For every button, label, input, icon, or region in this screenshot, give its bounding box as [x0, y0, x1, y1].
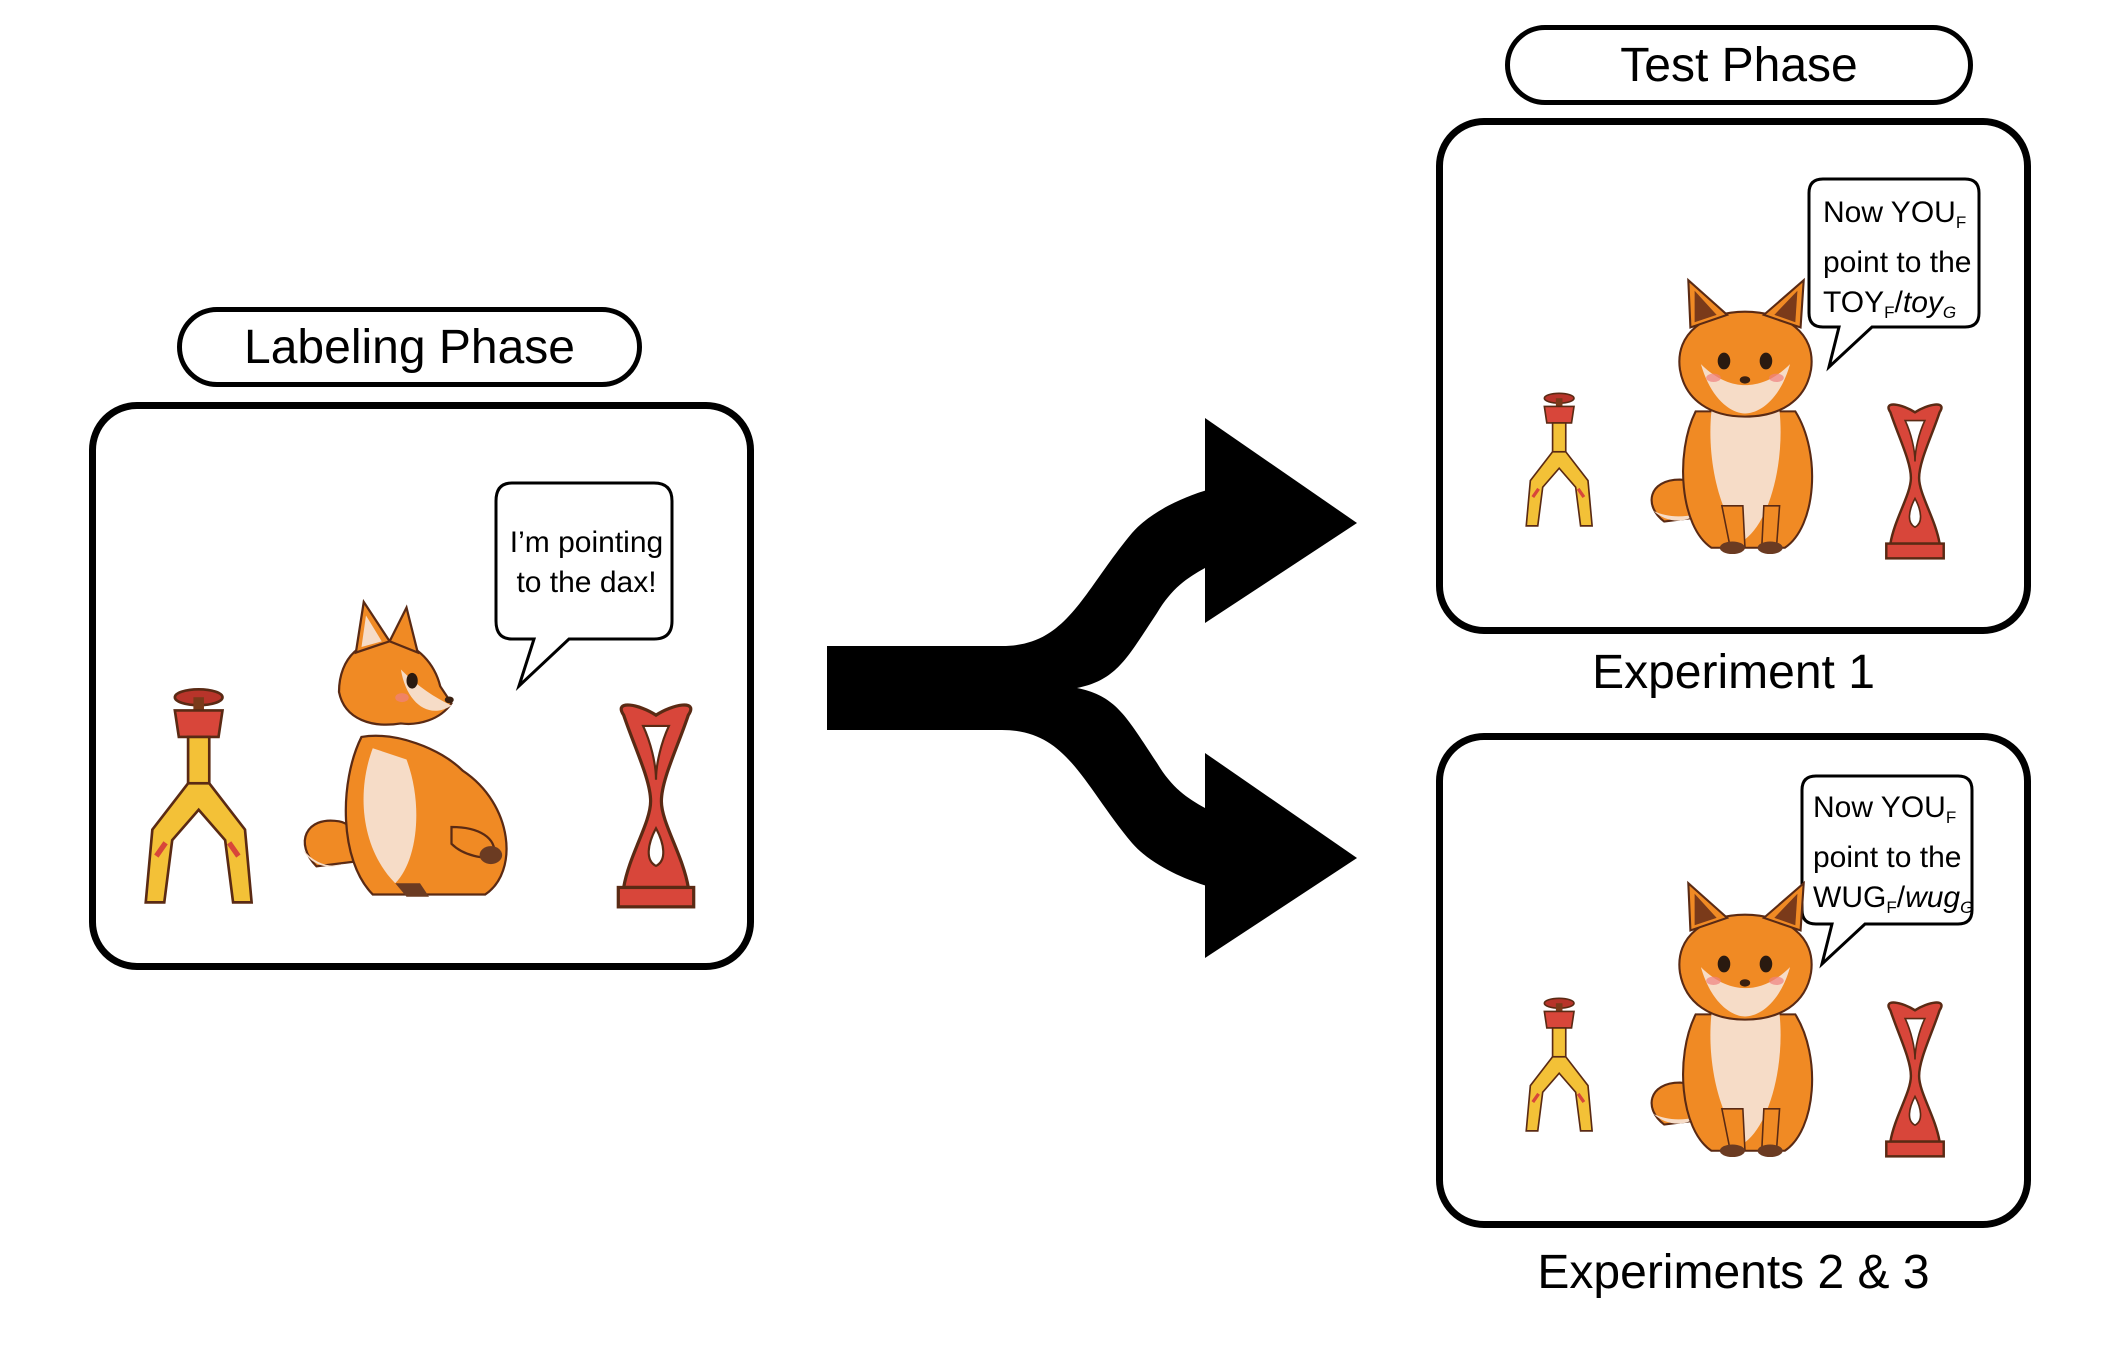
line3-b-sub: G	[1942, 303, 1957, 322]
claw-toy-icon	[144, 684, 256, 909]
line3-sep: /	[1894, 286, 1903, 319]
fox-character-icon	[1650, 279, 1814, 556]
line1-main: Now YOU	[1823, 196, 1956, 229]
experiment-2-3-caption: Experiments 2 & 3	[1537, 1246, 1930, 1299]
labeling-phase-title: Labeling Phase	[177, 307, 642, 387]
line2: point to the	[1813, 841, 1962, 874]
hourglass-toy-icon	[616, 703, 696, 909]
speech-bubble	[1800, 774, 1974, 969]
speech-text: Now YOUF point to the TOYF/toyG	[1823, 193, 1978, 333]
line3-b-sub: G	[1960, 898, 1974, 917]
speech-bubble	[1807, 177, 1981, 372]
test-phase-title: Test Phase	[1505, 25, 1973, 105]
claw-toy-icon	[1524, 996, 1594, 1133]
line3-a: WUG	[1813, 881, 1887, 914]
line3-a-sub: F	[1886, 898, 1897, 917]
branching-arrow-icon	[827, 418, 1357, 958]
line3-b: wug	[1905, 881, 1961, 914]
speech-text: Now YOUF point to the WUGF/wugG	[1813, 788, 1973, 928]
hourglass-toy-icon	[1885, 1001, 1945, 1158]
experiment-2-3-panel: Now YOUF point to the WUGF/wugG	[1436, 733, 2031, 1228]
line1-sub: F	[1955, 213, 1967, 232]
fox-character-icon	[1650, 882, 1814, 1159]
speech-line-2: to the dax!	[516, 566, 657, 599]
line1-main: Now YOU	[1813, 791, 1946, 824]
speech-text: I’m pointing to the dax!	[504, 523, 669, 603]
labeling-phase-title-text: Labeling Phase	[244, 320, 575, 374]
claw-toy-icon	[1524, 391, 1594, 528]
line3-b: toy	[1902, 286, 1943, 319]
fox-character-icon	[301, 600, 508, 898]
hourglass-toy-icon	[1885, 403, 1945, 560]
experiment-1-panel: Now YOUF point to the TOYF/toyG	[1436, 118, 2031, 634]
speech-line-1: I’m pointing	[509, 526, 664, 559]
line3-a-sub: F	[1884, 303, 1895, 322]
line3-a: TOY	[1823, 286, 1885, 319]
test-phase-title-text: Test Phase	[1620, 38, 1858, 92]
experiment-1-caption: Experiment 1	[1592, 646, 1875, 699]
labeling-panel: I’m pointing to the dax!	[89, 402, 754, 970]
speech-bubble	[494, 481, 674, 692]
line1-sub: F	[1945, 808, 1957, 827]
line3-sep: /	[1896, 881, 1906, 914]
line2: point to the	[1823, 246, 1972, 279]
